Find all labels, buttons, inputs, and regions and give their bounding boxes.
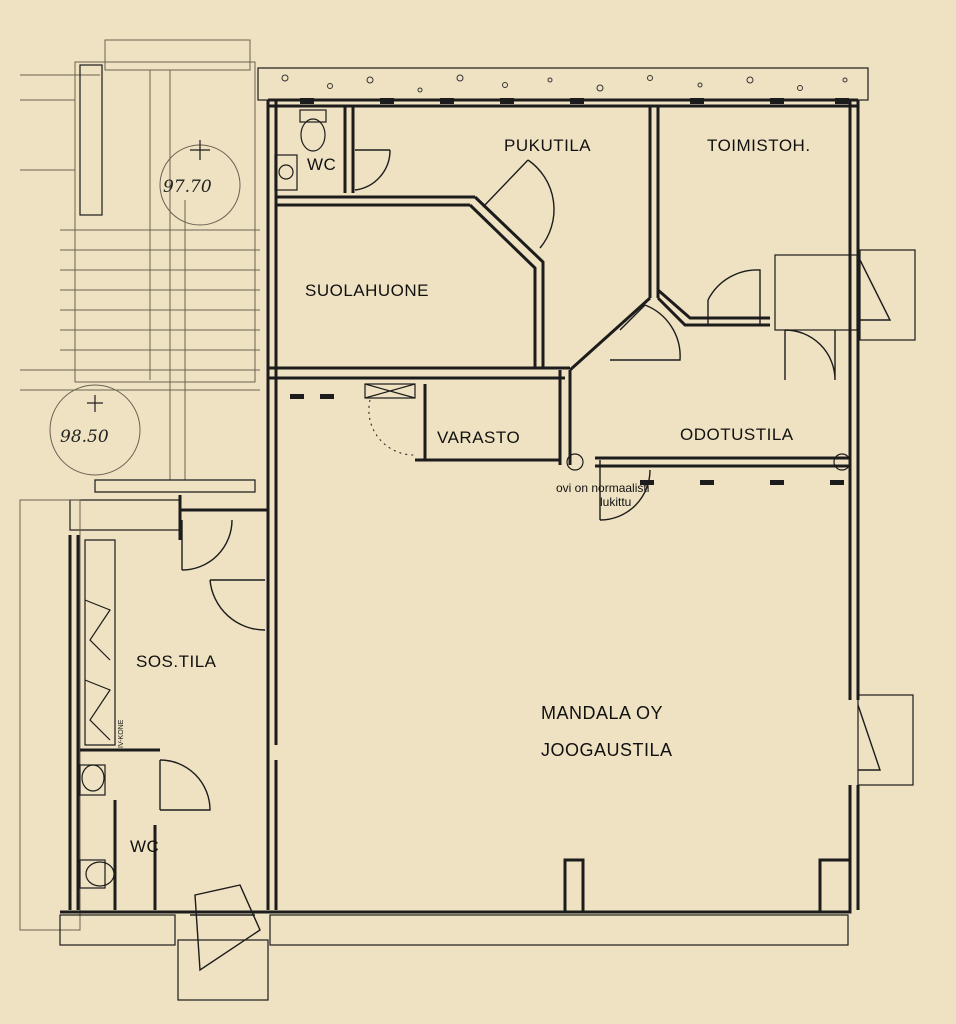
room-label-toimistoh: TOIMISTOH. [707, 136, 811, 155]
door-note-line2: lukittu [600, 495, 631, 509]
elevation-label-lower: 98.50 [60, 427, 109, 447]
stairwell-area [19, 39, 260, 931]
elevation-marker-lower: 98.50 [49, 384, 141, 476]
room-label-odotustila: ODOTUSTILA [680, 425, 794, 444]
elevation-label-upper: 97.70 [163, 177, 212, 197]
doors [159, 149, 916, 1001]
fixtures [79, 109, 851, 889]
door-note-line1: ovi on normaalisti [556, 481, 649, 495]
room-label-wc-bottom: WC [130, 837, 159, 856]
room-label-main-line2: JOOGAUSTILA [541, 740, 673, 760]
exterior-wall-top [257, 67, 869, 101]
interior-walls [59, 98, 860, 946]
room-label-varasto: VARASTO [437, 428, 520, 447]
elevation-marker-upper: 97.70 [159, 140, 241, 226]
room-label-main-line1: MANDALA OY [541, 703, 663, 723]
room-label-wc-top: WC [307, 155, 336, 174]
window-marks [290, 98, 849, 485]
equipment-label-iv-kone: IV-KONE [118, 719, 125, 748]
room-label-sos-tila: SOS.TILA [136, 652, 217, 671]
room-label-suolahuone: SUOLAHUONE [305, 281, 429, 300]
room-label-pukutila: PUKUTILA [504, 136, 591, 155]
